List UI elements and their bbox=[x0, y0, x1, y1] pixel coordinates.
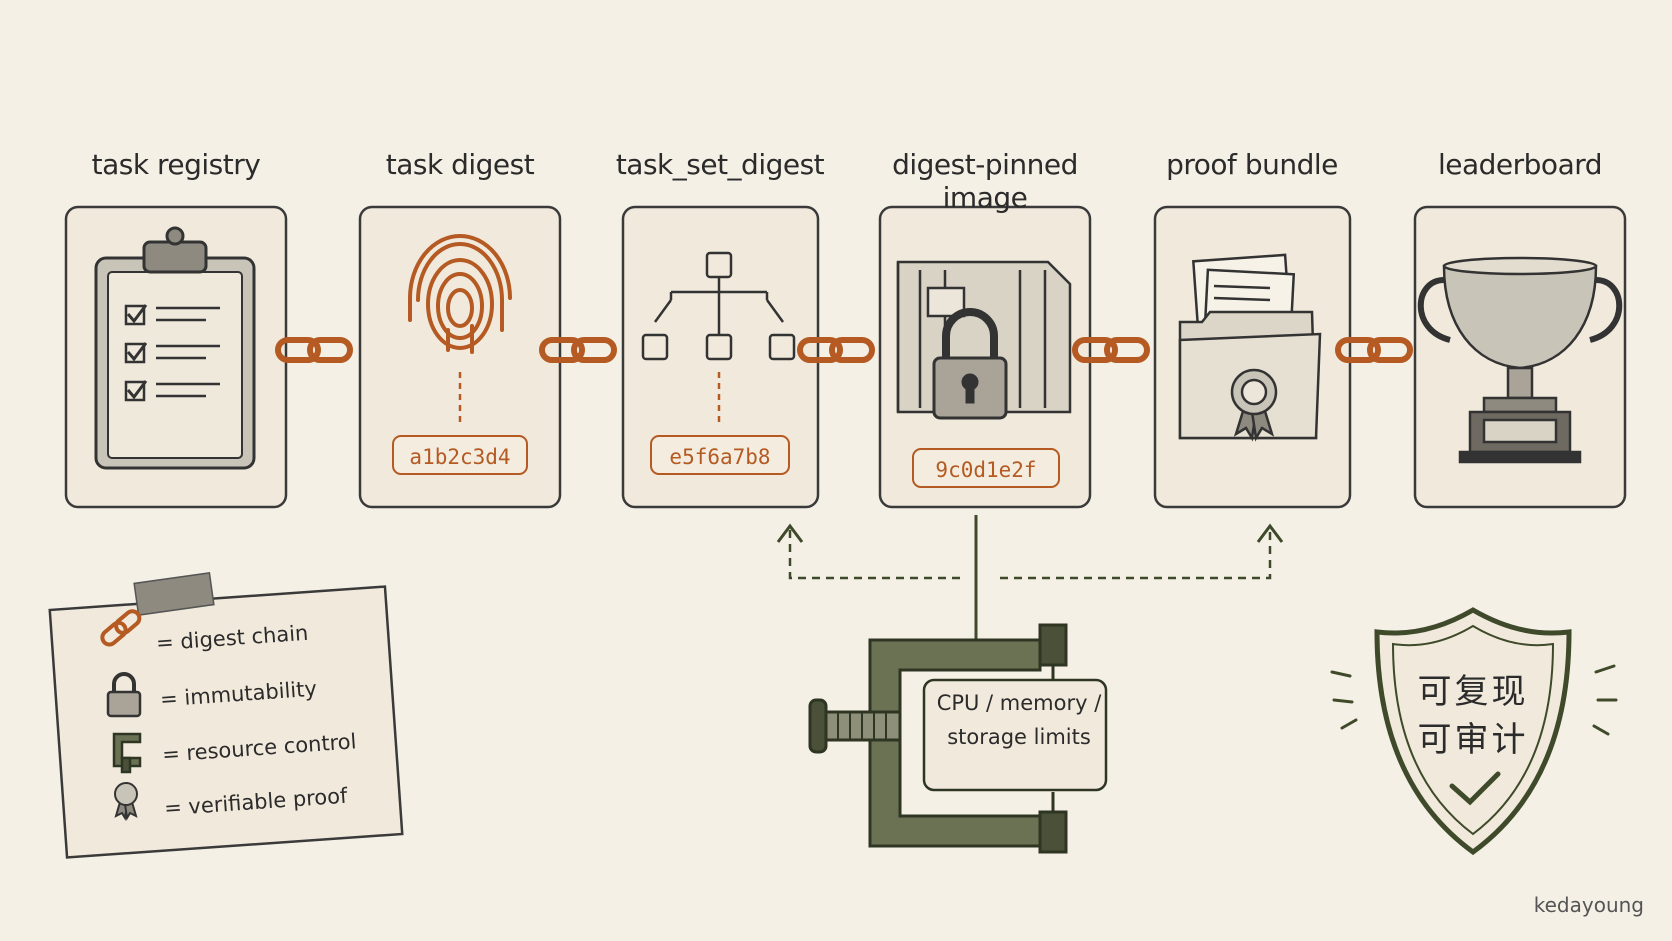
stage-title-digest-pinned-image: digest-pinned image bbox=[892, 148, 1078, 214]
task-set-digest-hash: e5f6a7b8 bbox=[650, 435, 790, 475]
legend-padlock-icon bbox=[106, 672, 142, 718]
arrow-up-icon bbox=[1256, 523, 1284, 543]
task-digest-hash: a1b2c3d4 bbox=[392, 435, 528, 475]
clamp-icon bbox=[808, 623, 1068, 854]
legend-note bbox=[48, 572, 404, 859]
legend-rosette-icon bbox=[114, 782, 138, 821]
trophy-icon bbox=[1417, 256, 1623, 464]
arrow-up-icon bbox=[776, 523, 804, 543]
clamp-label-line2: storage limits bbox=[947, 725, 1091, 749]
shield-icon bbox=[1374, 607, 1572, 856]
clamp-label-box bbox=[922, 678, 1108, 792]
signature: kedayoung bbox=[1533, 893, 1644, 917]
control-connectors bbox=[788, 515, 1272, 640]
stage-title-task-set-digest: task_set_digest bbox=[615, 148, 825, 181]
clipboard-icon bbox=[94, 226, 256, 470]
stage-title-task-registry: task registry bbox=[91, 148, 261, 181]
padlock-icon bbox=[932, 308, 1008, 420]
rosette-icon bbox=[1230, 368, 1278, 442]
clamp-label: CPU / memory / storage limits bbox=[934, 686, 1104, 754]
shield-sparkles bbox=[1330, 664, 1618, 736]
stage-title-proof-bundle: proof bundle bbox=[1166, 148, 1338, 181]
stage-title-leaderboard: leaderboard bbox=[1437, 148, 1603, 181]
image-digest-hash: 9c0d1e2f bbox=[912, 448, 1060, 488]
shield-text-reproducible: 可复现 bbox=[1417, 672, 1529, 712]
chain-link-icon bbox=[278, 340, 350, 360]
stage-title-task-digest: task digest bbox=[385, 148, 535, 181]
shield-text-auditable: 可审计 bbox=[1417, 720, 1529, 760]
legend-chain-icon bbox=[100, 609, 142, 647]
fingerprint-icon bbox=[408, 234, 512, 354]
clamp-label-line1: CPU / memory / bbox=[936, 691, 1102, 715]
legend-clamp-icon bbox=[112, 732, 142, 774]
tree-icon bbox=[641, 251, 796, 361]
